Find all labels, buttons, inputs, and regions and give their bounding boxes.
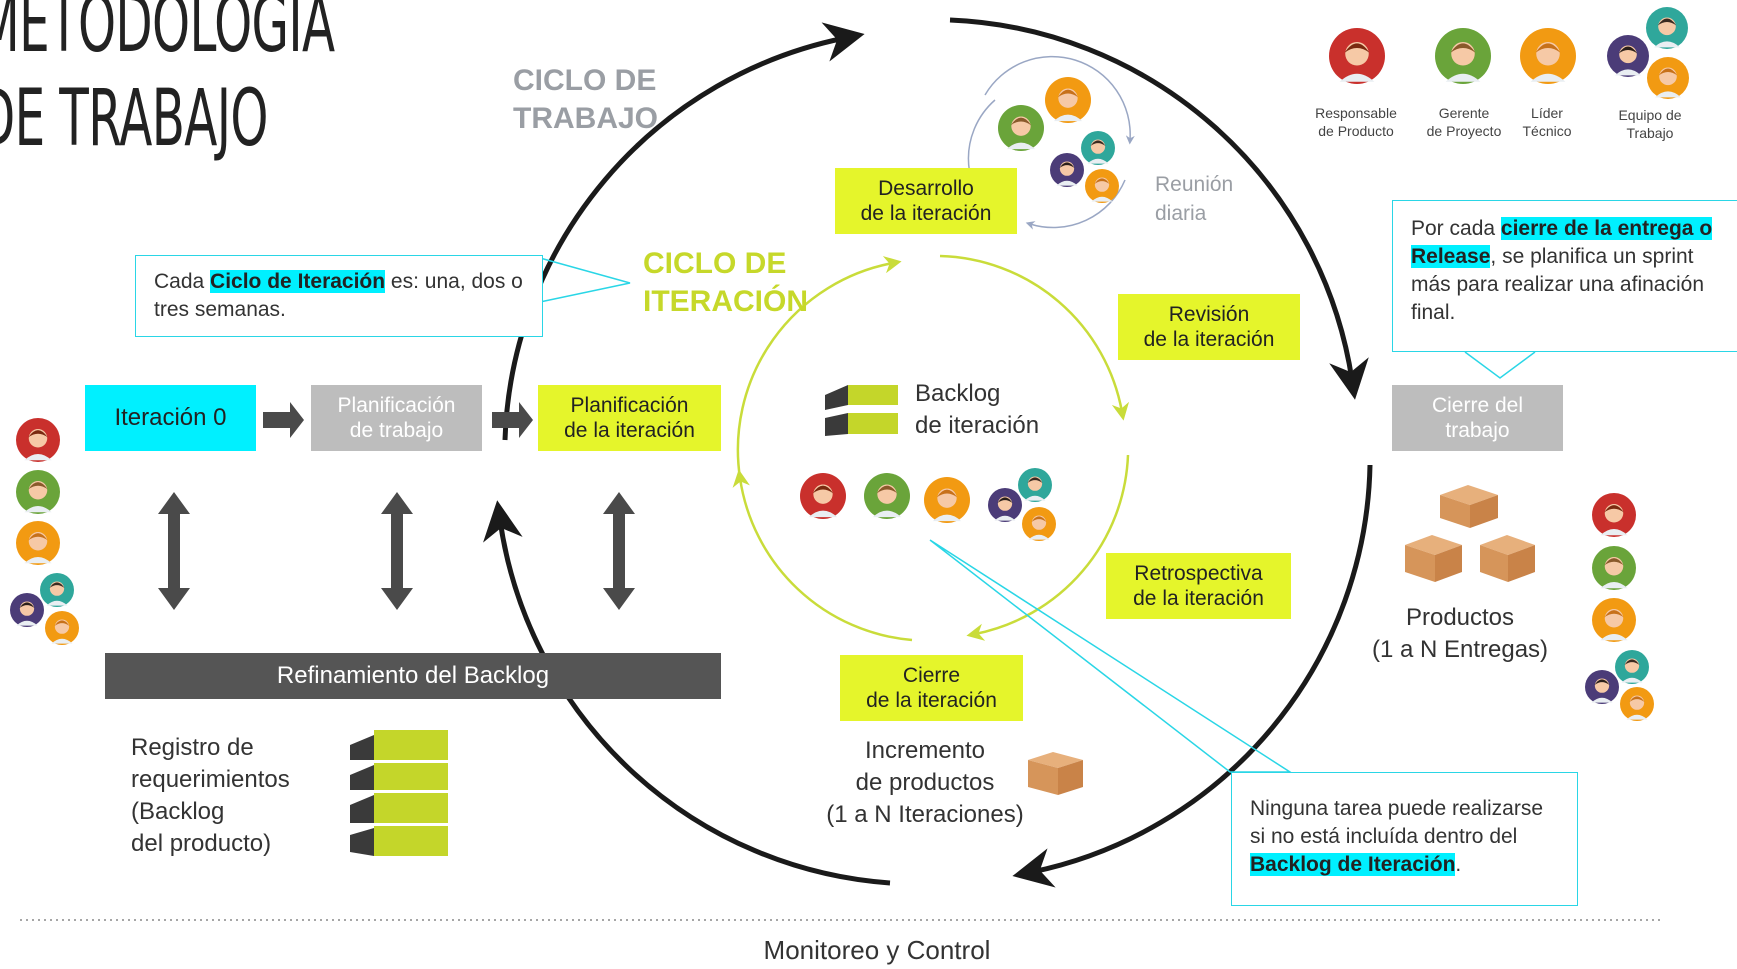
backlog-refinement-bar <box>105 653 721 699</box>
release-note-text-2: , se planifica un sprint más para realiz… <box>1411 245 1704 324</box>
cycle-duration-note: Cada Ciclo de Iteración es: una, dos o t… <box>135 255 543 337</box>
iteration-cycle-ring <box>732 254 1130 642</box>
avatar-tech-lead <box>1520 28 1576 84</box>
avatar-project-manager <box>1435 28 1491 84</box>
work-cycle-label: CICLO DE TRABAJO <box>513 64 659 135</box>
avatar-center-5 <box>988 488 1022 522</box>
work-close-box[interactable]: Cierre del trabajo <box>1392 385 1563 451</box>
iteration-arc-bottom-left <box>732 469 913 642</box>
role-product-owner-label: Responsable de Producto <box>1315 105 1397 139</box>
role-tech-lead-label: Líder Técnico <box>1522 105 1572 139</box>
product-backlog-label: Registro de requerimientos (Backlog del … <box>131 734 290 857</box>
title-line-2: DE TRABAJO <box>0 74 268 164</box>
avatar-daily-4 <box>1050 153 1084 187</box>
avatar-center-2 <box>864 473 910 519</box>
avatar-left-3 <box>16 521 60 565</box>
double-arrow-1 <box>158 492 190 610</box>
iteration-backlog-label: Backlog de iteración <box>915 380 1040 439</box>
flow-arrows <box>263 402 533 438</box>
work-cycle-arc-bottom-left <box>483 500 891 886</box>
double-arrow-2 <box>381 492 413 610</box>
avatar-right-1 <box>1592 493 1636 537</box>
avatar-center-3 <box>924 477 970 523</box>
iteration-close-box[interactable]: Cierre de la iteración <box>840 655 1023 721</box>
work-cycle-arc-bottom-right <box>1012 464 1373 888</box>
box-icon-product-left <box>1405 535 1462 582</box>
avatar-left-5 <box>10 593 44 627</box>
work-cycle-arc-top-left <box>502 22 865 441</box>
box-icon-product-top <box>1440 485 1498 528</box>
backlog-note-text-2: . <box>1455 853 1462 876</box>
avatar-right-2 <box>1592 546 1636 590</box>
cycle-note-pointer <box>539 257 631 303</box>
work-cycle-ring <box>483 17 1373 888</box>
arrow-planning-to-iteration-planning <box>492 402 533 438</box>
avatar-center-1 <box>800 473 846 519</box>
avatar-right-3 <box>1592 598 1636 642</box>
iteration-review-box[interactable]: Revisión de la iteración <box>1118 294 1300 360</box>
double-arrow-3 <box>603 492 635 610</box>
iteration-arc-bottom-right <box>966 454 1130 641</box>
avatar-right-4 <box>1615 650 1649 684</box>
release-note-pointer <box>1464 351 1536 379</box>
iteration-arc-top-left <box>736 256 902 479</box>
avatar-team-3 <box>1647 57 1689 99</box>
daily-meeting-label: Reunión diaria <box>1155 173 1234 225</box>
iteration-retrospective-box[interactable]: Retrospectiva de la iteración <box>1106 553 1291 619</box>
page-title: METODOLOGÍA DE TRABAJO <box>0 0 335 166</box>
avatar-left-4 <box>40 573 74 607</box>
box-icons <box>1028 485 1535 795</box>
avatar-center-4 <box>1018 468 1052 502</box>
products-label: Productos (1 a N Entregas) <box>1371 604 1549 663</box>
iteration-arc-top-right <box>939 254 1130 421</box>
iteration-backlog-icon <box>825 385 898 436</box>
avatar-center-6 <box>1022 507 1056 541</box>
avatar-product-owner <box>1329 28 1385 84</box>
cycle-note-highlight: Ciclo de Iteración <box>210 270 386 293</box>
monitoring-control-label: Monitoreo y Control <box>763 935 991 965</box>
double-arrows <box>158 492 635 610</box>
cycle-note-text-1: Cada <box>154 270 211 293</box>
backlog-note-text-1: Ninguna tarea puede realizarse si no est… <box>1250 797 1544 848</box>
arrow-iteration0-to-planning <box>263 402 304 438</box>
box-icon-product-right <box>1480 535 1535 582</box>
avatar-team-1 <box>1646 7 1688 49</box>
role-project-manager-label: Gerente de Proyecto <box>1426 105 1502 139</box>
work-cycle-arc-top-right <box>949 17 1369 400</box>
iteration-cycle-label: CICLO DE ITERACIÓN <box>643 247 808 318</box>
release-note: Por cada cierre de la entrega o Release,… <box>1392 200 1737 352</box>
avatar-right-6 <box>1620 687 1654 721</box>
cycle-note-text-2: es: una, dos o tres semanas. <box>154 270 523 321</box>
iteration-0-box[interactable]: Iteración 0 <box>85 385 256 451</box>
box-icon-increment <box>1028 752 1083 795</box>
backlog-note: Ninguna tarea puede realizarse si no est… <box>1231 772 1578 906</box>
avatar-left-2 <box>16 470 60 514</box>
iteration-development-box[interactable]: Desarrollo de la iteración <box>835 168 1017 234</box>
release-note-text-1: Por cada <box>1411 217 1501 240</box>
backlog-note-highlight: Backlog de Iteración <box>1250 853 1456 876</box>
avatar-team-2 <box>1607 35 1649 77</box>
avatar-daily-2 <box>1045 77 1091 123</box>
product-increment-label: Incremento de productos (1 a N Iteracion… <box>826 737 1024 828</box>
role-team-label: Equipo de Trabajo <box>1618 107 1682 141</box>
iteration-planning-box[interactable]: Planificación de la iteración <box>538 385 721 451</box>
avatar-left-1 <box>16 418 60 462</box>
avatar-daily-5 <box>1085 169 1119 203</box>
work-planning-box[interactable]: Planificación de trabajo <box>311 385 482 451</box>
avatar-left-6 <box>45 611 79 645</box>
title-line-1: METODOLOGÍA <box>0 0 335 70</box>
avatars <box>10 7 1689 721</box>
backlog-refinement-label[interactable]: Refinamiento del Backlog <box>276 662 550 689</box>
avatar-right-5 <box>1585 670 1619 704</box>
avatar-daily-1 <box>998 105 1044 151</box>
avatar-daily-3 <box>1081 131 1115 165</box>
product-backlog-icon <box>350 730 448 856</box>
